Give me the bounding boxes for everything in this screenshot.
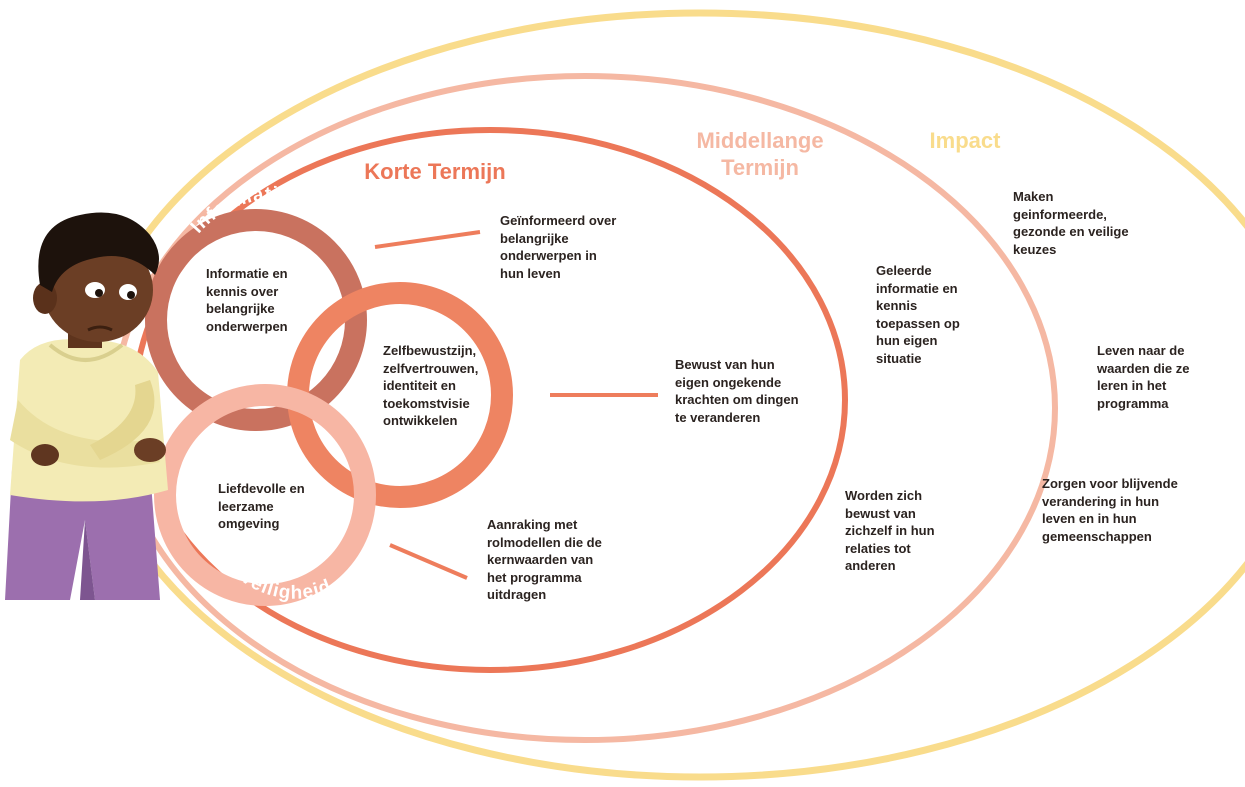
impact-outcome-1: Maken geinformeerde, gezonde en veilige …: [1013, 189, 1129, 257]
child-collar: [48, 343, 124, 362]
veiligheid-text: Liefdevolle en leerzame omgeving: [218, 481, 305, 531]
medium-term-outcome-2: Worden zich bewust van zichzelf in hun r…: [845, 488, 935, 573]
ring-informatie: [145, 209, 367, 431]
impact-outcome-3: Zorgen voor blijvende verandering in hun…: [1042, 476, 1178, 544]
short-term-outcome-2: Bewust van hun eigen ongekende krachten …: [675, 357, 799, 425]
opleiding-text: Zelfbewustzijn, zelfvertrouwen, identite…: [383, 343, 479, 428]
ring-veiligheid: [154, 384, 376, 606]
child-hand-left: [134, 438, 166, 462]
heading-medium-term: Middellange Termijn: [696, 128, 824, 180]
child-pupil-left: [95, 289, 103, 297]
child-hair: [38, 212, 160, 292]
child-trousers-shade: [80, 520, 95, 600]
connector-informatie: [374, 230, 481, 249]
medium-term-ellipse: [112, 73, 1058, 743]
child-trousers: [5, 470, 160, 600]
heading-short-term: Korte Termijn: [364, 159, 506, 184]
child-arm-right: [90, 380, 155, 460]
child-mouth: [87, 325, 113, 332]
child-hand-right: [31, 444, 59, 466]
heading-impact: Impact: [929, 128, 1001, 153]
child-pupil-right: [127, 291, 135, 299]
informatie-text: Informatie en kennis over belangrijke on…: [206, 266, 288, 334]
child-illustration: [5, 212, 168, 600]
medium-term-outcome-1: Geleerde informatie en kennis toepassen …: [876, 263, 960, 366]
connector-veiligheid: [389, 543, 468, 580]
short-term-outcome-3: Aanraking met rolmodellen die de kernwaa…: [487, 517, 602, 602]
short-term-outcome-1: Geïnformeerd over belangrijke onderwerpe…: [500, 213, 617, 281]
impact-outcome-2: Leven naar de waarden die ze leren in he…: [1097, 343, 1190, 411]
